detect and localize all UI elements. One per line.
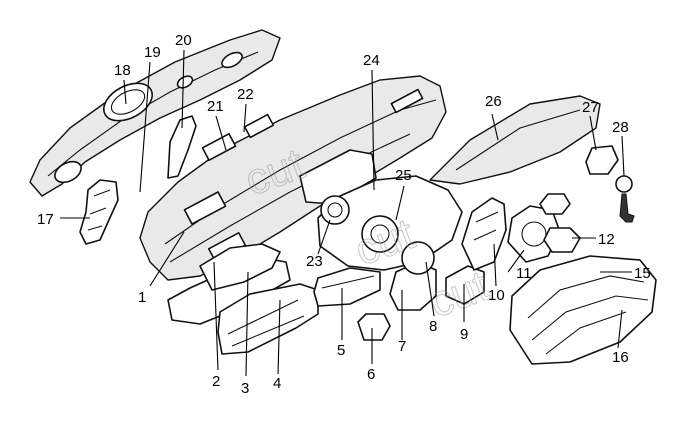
lock-cylinder (615, 175, 635, 223)
callout-1: 1 (138, 289, 146, 306)
callout-28: 28 (612, 119, 629, 136)
control-module (313, 267, 381, 307)
lock-bracket (585, 145, 619, 175)
callout-4: 4 (273, 375, 281, 392)
callouts: 1 2 3 4 5 6 7 8 9 10 11 12 15 16 17 18 1… (37, 32, 651, 397)
callout-20: 20 (175, 32, 192, 49)
callout-23: 23 (306, 253, 323, 270)
mounting-bracket (461, 197, 507, 271)
callout-21: 21 (207, 98, 224, 115)
callout-12: 12 (598, 231, 615, 248)
upper-dash-panel (29, 29, 281, 197)
instrument-pod (507, 205, 561, 263)
storage-tray (217, 283, 319, 355)
clamp-part (543, 227, 581, 253)
callout-11: 11 (516, 265, 532, 282)
callout-25: 25 (395, 167, 412, 184)
callout-7: 7 (398, 338, 406, 355)
callout-2: 2 (212, 373, 220, 390)
callout-6: 6 (367, 366, 375, 383)
left-side-support (79, 179, 119, 245)
callout-16: 16 (612, 349, 629, 366)
callout-22: 22 (237, 86, 254, 103)
callout-24: 24 (363, 52, 380, 69)
callout-5: 5 (337, 342, 345, 359)
callout-19: 19 (144, 44, 161, 61)
lower-console (167, 243, 291, 325)
callout-8: 8 (429, 318, 437, 335)
callout-15: 15 (634, 265, 651, 282)
callout-9: 9 (460, 326, 468, 343)
main-dashboard (139, 75, 447, 281)
knob (539, 193, 571, 215)
vent-ring (320, 195, 350, 225)
leader-lines (60, 49, 632, 377)
glove-compartment (429, 95, 601, 185)
callout-17: 17 (37, 211, 54, 228)
small-switch (357, 313, 391, 341)
callout-10: 10 (488, 287, 505, 304)
callout-3: 3 (241, 380, 249, 397)
callout-26: 26 (485, 93, 502, 110)
callout-27: 27 (582, 99, 599, 116)
callout-18: 18 (114, 62, 131, 79)
